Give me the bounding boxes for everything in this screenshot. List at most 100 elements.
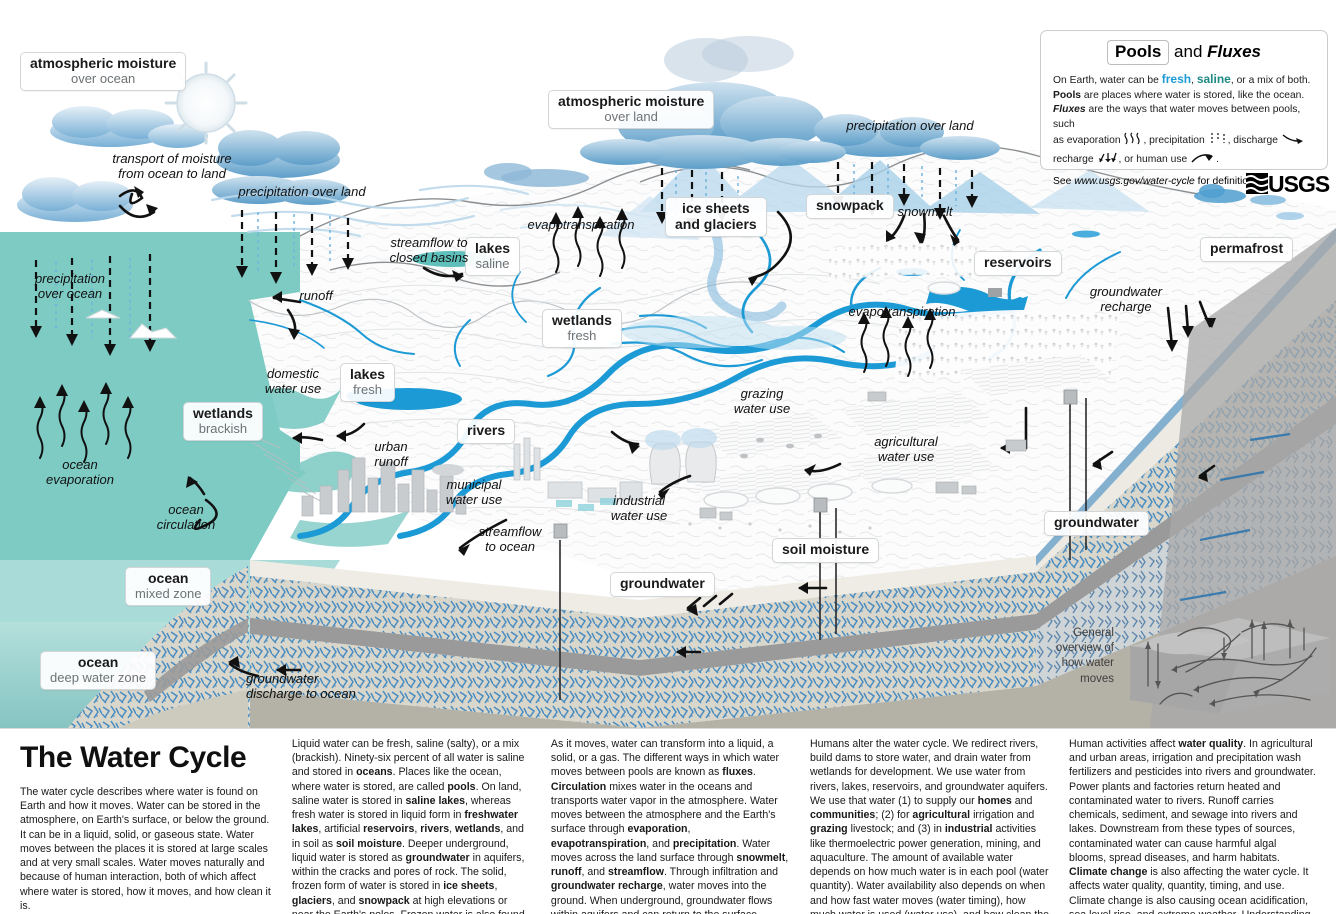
flux-line2: from ocean to land <box>118 165 226 181</box>
pool-secondary: over land <box>604 108 658 124</box>
flux-line1: municipal <box>446 477 502 492</box>
pool-label-rivers: rivers <box>457 419 516 444</box>
legend-fresh-word: fresh <box>1161 72 1192 86</box>
legend-line4-a: as evaporation <box>1053 135 1121 147</box>
pool-primary: soil moisture <box>782 541 870 557</box>
pool-primary: reservoirs <box>984 254 1052 270</box>
legend-pools-chip: Pools <box>1107 40 1170 65</box>
legend-pools-and-fluxes: Pools and Fluxes On Earth, water can be … <box>1040 30 1328 187</box>
pool-primary: ocean <box>148 570 189 586</box>
flux-label-domestic-water-use: domestic water use <box>249 366 337 397</box>
flux-line2: water use <box>445 491 503 507</box>
flux-line2: recharge <box>1100 298 1152 314</box>
usgs-wordmark: USGS <box>1268 171 1330 197</box>
pool-primary-line2: and glaciers <box>675 215 757 232</box>
pool-label-reservoirs: reservoirs <box>974 251 1062 276</box>
article-paragraph-3: As it moves, water can transform into a … <box>550 738 789 914</box>
legend-body: On Earth, water can be fresh, saline, or… <box>1053 71 1315 170</box>
pool-primary-line1: ice sheets <box>681 200 750 216</box>
legend-line5-b: , or human use <box>1118 154 1188 166</box>
pool-primary: wetlands <box>552 312 612 328</box>
pool-label-lakes-fresh: lakes fresh <box>340 363 396 403</box>
pool-primary: wetlands <box>193 405 253 421</box>
flux-line1: ocean <box>62 457 98 472</box>
text-column-2: Liquid water can be fresh, saline (salty… <box>282 737 541 914</box>
pool-secondary: brackish <box>198 420 248 436</box>
usgs-wave-icon <box>1246 173 1268 194</box>
pool-label-atmospheric-moisture-land: atmospheric moisture over land <box>548 90 715 130</box>
flux-label-groundwater-discharge-to-ocean: groundwater discharge to ocean <box>246 671 388 702</box>
evaporation-icon <box>1123 132 1143 151</box>
pool-label-groundwater-right: groundwater <box>1044 511 1149 536</box>
pool-label-ice-sheets-and-glaciers: ice sheets and glaciers <box>665 197 767 238</box>
legend-see-prefix: See <box>1053 175 1075 187</box>
legend-title: Pools and Fluxes <box>1053 40 1315 65</box>
flux-label-evapotranspiration-right: evapotranspiration <box>838 304 966 320</box>
flux-line1: evapotranspiration <box>527 217 635 232</box>
pool-secondary: mixed zone <box>135 585 202 601</box>
pool-primary: groundwater <box>620 575 705 591</box>
pool-label-permafrost: permafrost <box>1200 237 1294 262</box>
flux-label-streamflow-to-ocean: streamflow to ocean <box>467 524 553 555</box>
flux-line1: evapotranspiration <box>848 304 956 319</box>
recharge-icon <box>1097 151 1119 170</box>
flux-line1: grazing <box>740 386 784 401</box>
article-text-area: The Water Cycle The water cycle describe… <box>0 728 1336 914</box>
legend-fluxes-bold: Fluxes <box>1053 104 1086 116</box>
flux-label-precipitation-over-land-left: precipitation over land <box>218 184 386 200</box>
pool-secondary: fresh <box>567 327 597 343</box>
flux-line2: over ocean <box>37 285 103 301</box>
pool-label-wetlands-brackish: wetlands brackish <box>183 402 263 442</box>
legend-and: and <box>1174 42 1203 61</box>
legend-line1-c: , or a mix of both. <box>1230 75 1311 86</box>
flux-label-municipal-water-use: municipal water use <box>432 477 516 508</box>
flux-label-ocean-evaporation: ocean evaporation <box>34 457 126 488</box>
flux-line1: groundwater <box>1089 284 1163 299</box>
pool-primary: permafrost <box>1210 240 1284 256</box>
legend-url[interactable]: www.usgs.gov/water-cycle <box>1074 175 1195 187</box>
legend-line1-b: , <box>1191 75 1197 86</box>
text-column-1: The Water Cycle The water cycle describe… <box>10 737 282 912</box>
flux-line1: precipitation over land <box>846 118 974 133</box>
flux-line1: agricultural <box>874 434 938 449</box>
page-title: The Water Cycle <box>20 741 247 774</box>
flux-line1: precipitation <box>34 271 106 286</box>
flux-line1: streamflow to <box>390 235 468 250</box>
legend-line1-a: On Earth, water can be <box>1053 75 1162 86</box>
flux-line2: circulation <box>156 516 216 532</box>
article-paragraph-1: The water cycle describes where water is… <box>20 786 271 912</box>
article-paragraph-4: Humans alter the water cycle. We redirec… <box>809 738 1049 914</box>
flux-line2: water use <box>264 380 322 396</box>
pool-label-atmospheric-moisture-ocean: atmospheric moisture over ocean <box>20 52 187 92</box>
flux-line1: domestic <box>266 366 320 381</box>
flux-label-industrial-water-use: industrial water use <box>599 493 679 524</box>
flux-line1: ocean <box>168 502 204 517</box>
flux-line2: to ocean <box>485 538 535 554</box>
flux-label-precipitation-over-land-right: precipitation over land <box>836 118 984 134</box>
legend-see-suffix: for definitions. <box>1194 175 1262 187</box>
legend-line3-rest: are the ways that water moves between po… <box>1053 104 1301 130</box>
flux-line1: runoff <box>299 288 333 303</box>
flux-label-urban-runoff: urban runoff <box>358 439 424 470</box>
legend-line2-rest: are places where water is stored, like t… <box>1081 89 1305 101</box>
pool-secondary: fresh <box>353 381 382 397</box>
pool-label-soil-moisture: soil moisture <box>772 538 880 563</box>
flux-line1: urban <box>374 439 408 454</box>
flux-line2: discharge to ocean <box>246 685 356 701</box>
text-column-4: Humans alter the water cycle. We redirec… <box>800 737 1059 914</box>
human-use-icon <box>1190 151 1216 170</box>
flux-line1: streamflow <box>478 524 542 539</box>
flux-line2: evaporation <box>46 471 114 487</box>
inset-block-diagram <box>1130 618 1330 714</box>
legend-pools-bold: Pools <box>1053 89 1082 101</box>
text-column-3: As it moves, water can transform into a … <box>541 737 800 914</box>
pool-secondary: over ocean <box>70 70 136 86</box>
article-paragraph-2: Liquid water can be fresh, saline (salty… <box>291 738 525 914</box>
diagram-scene <box>0 36 1336 728</box>
pool-label-wetlands-fresh: wetlands fresh <box>542 309 622 349</box>
pool-primary: atmospheric moisture <box>30 55 177 71</box>
article-paragraph-5: Human activities affect water quality. I… <box>1069 738 1316 914</box>
